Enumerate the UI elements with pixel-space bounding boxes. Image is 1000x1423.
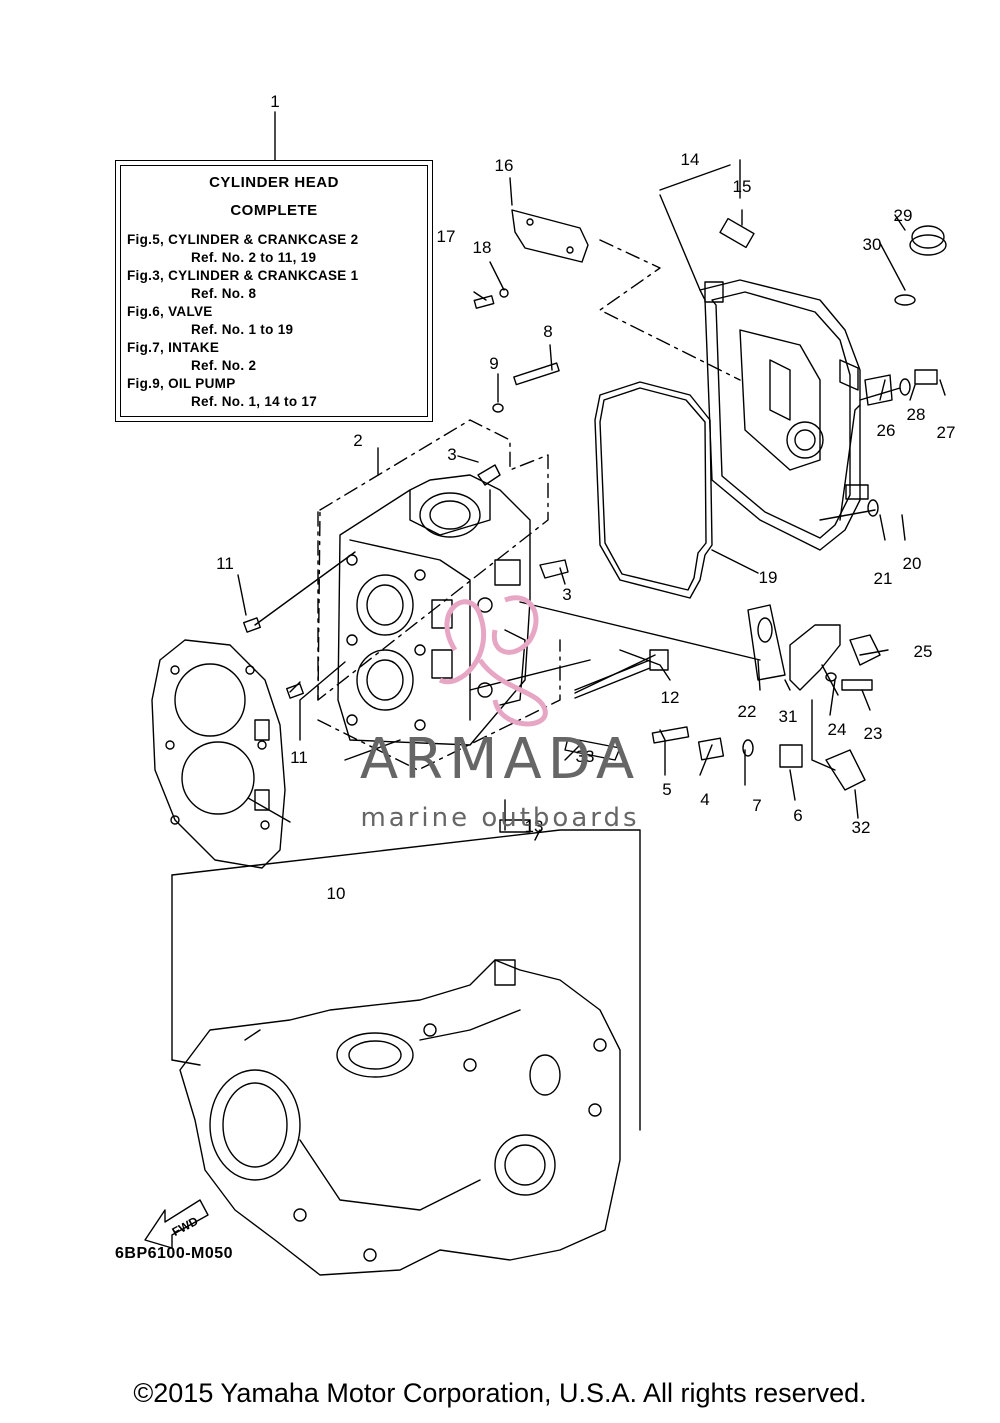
callout-2: 2 bbox=[353, 431, 362, 450]
legend-line: Fig.7, INTAKE bbox=[127, 340, 220, 355]
legend-line: Ref. No. 8 bbox=[191, 286, 257, 301]
head-group-outline bbox=[317, 239, 741, 771]
callout-20: 20 bbox=[903, 554, 922, 573]
callout-3b: 3 bbox=[562, 585, 571, 604]
callout-28: 28 bbox=[907, 405, 926, 424]
callout-11b: 11 bbox=[290, 748, 308, 767]
cover-gasket bbox=[594, 381, 713, 599]
legend-line: Fig.6, VALVE bbox=[127, 304, 213, 319]
callout-24: 24 bbox=[828, 720, 847, 739]
callout-5: 5 bbox=[662, 780, 671, 799]
callout-1: 1 bbox=[270, 92, 279, 111]
callout-4: 4 bbox=[700, 790, 709, 809]
legend-line: Fig.3, CYLINDER & CRANKCASE 1 bbox=[127, 268, 359, 283]
callout-13: 13 bbox=[525, 817, 544, 836]
legend-line: Fig.9, OIL PUMP bbox=[127, 376, 236, 391]
callout-14: 14 bbox=[681, 150, 700, 169]
legend-line: Ref. No. 1, 14 to 17 bbox=[191, 394, 318, 409]
head-gasket bbox=[151, 639, 286, 869]
copyright-notice: ©2015 Yamaha Motor Corporation, U.S.A. A… bbox=[133, 1378, 867, 1408]
callout-6: 6 bbox=[793, 806, 802, 825]
callout-17: 17 bbox=[437, 227, 456, 246]
legend-line: Fig.5, CYLINDER & CRANKCASE 2 bbox=[127, 232, 359, 247]
diagram-code: 6BP6100-M050 bbox=[115, 1245, 234, 1262]
callout-33: 33 bbox=[576, 747, 595, 766]
legend-title-1: CYLINDER HEAD bbox=[209, 174, 339, 191]
legend-line: Ref. No. 2 to 11, 19 bbox=[191, 250, 317, 265]
legend-title-2: COMPLETE bbox=[230, 202, 318, 219]
callout-15: 15 bbox=[733, 177, 752, 196]
legend-line: Ref. No. 2 bbox=[191, 358, 257, 373]
callout-12: 12 bbox=[661, 688, 680, 707]
watermark-tagline: marine outboards bbox=[360, 803, 640, 833]
callout-29: 29 bbox=[894, 206, 913, 225]
callout-9: 9 bbox=[489, 354, 498, 373]
breather-plate bbox=[511, 209, 589, 263]
callout-19: 19 bbox=[759, 568, 778, 587]
callout-numbers: 1 2 3 3 4 5 6 7 8 9 10 11 11 12 13 14 15… bbox=[216, 92, 955, 903]
callout-11a: 11 bbox=[216, 554, 234, 573]
callout-32: 32 bbox=[852, 818, 871, 837]
fwd-label: FWD bbox=[170, 1214, 201, 1239]
callout-10: 10 bbox=[327, 884, 346, 903]
cylinder-block bbox=[179, 959, 621, 1276]
legend-inner: CYLINDER HEAD COMPLETE Fig.5, CYLINDER &… bbox=[120, 165, 428, 417]
callout-23: 23 bbox=[864, 724, 883, 743]
legend-box: CYLINDER HEAD COMPLETE Fig.5, CYLINDER &… bbox=[115, 160, 433, 422]
callout-27: 27 bbox=[937, 423, 956, 442]
head-cover bbox=[699, 279, 861, 551]
legend-line: Ref. No. 1 to 19 bbox=[191, 322, 294, 337]
callout-31: 31 bbox=[779, 707, 798, 726]
callout-21: 21 bbox=[874, 569, 893, 588]
cylinder-head bbox=[337, 474, 531, 746]
watermark-brand: ARMADA bbox=[359, 727, 641, 792]
callout-30: 30 bbox=[863, 235, 882, 254]
callout-18: 18 bbox=[473, 238, 492, 257]
callout-25: 25 bbox=[914, 642, 933, 661]
callout-26: 26 bbox=[877, 421, 896, 440]
watermark-logo bbox=[438, 595, 548, 727]
callout-7: 7 bbox=[752, 796, 761, 815]
callout-22: 22 bbox=[738, 702, 757, 721]
callout-16: 16 bbox=[495, 156, 514, 175]
callout-8: 8 bbox=[543, 322, 552, 341]
callout-3a: 3 bbox=[447, 445, 456, 464]
